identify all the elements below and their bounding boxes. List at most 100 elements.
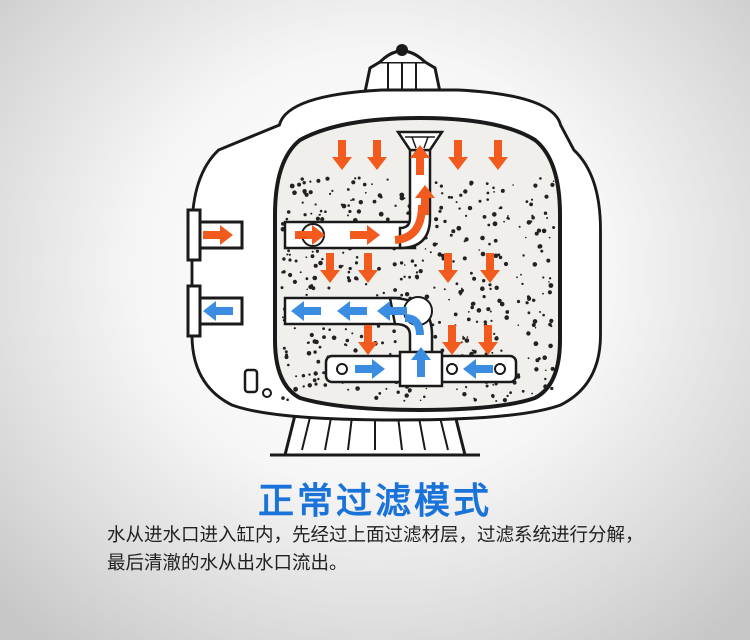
media-speckle [408, 275, 411, 279]
media-speckle [537, 244, 542, 249]
media-speckle [552, 226, 556, 229]
media-speckle [475, 320, 479, 323]
media-speckle [325, 176, 330, 181]
media-speckle [356, 209, 362, 214]
media-speckle [480, 251, 486, 257]
media-speckle [358, 200, 363, 205]
media-speckle [293, 386, 298, 392]
media-speckle [544, 377, 547, 381]
media-speckle [309, 332, 314, 338]
media-speckle [458, 290, 463, 295]
media-speckle [344, 343, 347, 346]
media-speckle [354, 177, 357, 180]
media-speckle [316, 178, 321, 183]
media-speckle [350, 199, 352, 202]
media-speckle [378, 392, 382, 395]
media-speckle [503, 220, 505, 223]
media-speckle [284, 350, 288, 354]
media-speckle [470, 305, 475, 310]
flow-left-arrow [337, 301, 367, 321]
inlet-arrow [203, 225, 233, 245]
media-speckle [521, 389, 525, 393]
flow-down-arrow [480, 253, 500, 283]
media-speckle [399, 261, 404, 265]
media-speckle [308, 190, 313, 195]
media-speckle [548, 322, 552, 327]
media-speckle [341, 203, 347, 209]
media-speckle [439, 184, 443, 188]
media-speckle [456, 388, 458, 391]
media-speckle [485, 182, 489, 186]
media-speckle [289, 183, 295, 189]
media-speckle [353, 348, 358, 353]
media-speckle [292, 279, 297, 284]
media-speckle [404, 292, 410, 297]
media-speckle [516, 299, 521, 304]
media-speckle [486, 198, 490, 201]
media-speckle [364, 283, 368, 286]
flow-down-arrow [367, 140, 387, 170]
media-speckle [469, 182, 473, 186]
media-speckle [544, 194, 549, 199]
media-speckle [535, 358, 540, 363]
media-speckle [500, 349, 503, 352]
media-speckle [309, 180, 312, 183]
media-speckle [491, 351, 494, 354]
media-speckle [462, 336, 466, 340]
media-speckle [376, 294, 379, 297]
media-speckle [478, 199, 482, 203]
flow-down-arrow [358, 325, 378, 355]
media-speckle [354, 276, 358, 281]
media-speckle [451, 229, 456, 234]
media-speckle [549, 318, 554, 323]
media-speckle [539, 311, 542, 313]
media-speckle [480, 235, 485, 241]
media-speckle [399, 192, 405, 198]
media-speckle [323, 383, 328, 387]
media-speckle [314, 382, 318, 386]
media-speckle [466, 336, 469, 338]
media-speckle [287, 249, 290, 253]
media-speckle [486, 191, 490, 195]
media-speckle [493, 253, 499, 259]
media-speckle [423, 395, 426, 399]
media-speckle [374, 395, 379, 400]
media-speckle [540, 249, 544, 253]
media-speckle [313, 371, 318, 376]
flow-up-arrow [411, 347, 431, 377]
media-speckle [492, 186, 495, 190]
media-speckle [307, 341, 310, 344]
media-speckle [533, 341, 539, 347]
media-speckle [307, 383, 312, 388]
media-speckle [525, 301, 529, 305]
media-speckle [499, 301, 505, 307]
media-speckle [318, 213, 321, 216]
media-speckle [533, 183, 538, 188]
flow-up-arrow [410, 145, 430, 175]
media-speckle [503, 261, 509, 267]
media-speckle [415, 271, 419, 274]
media-speckle [300, 177, 304, 181]
media-speckle [324, 210, 327, 213]
media-speckle [282, 346, 286, 350]
flow-down-arrow [320, 253, 340, 283]
media-speckle [393, 340, 397, 344]
media-speckle [532, 319, 538, 324]
media-speckle [516, 276, 518, 279]
media-speckle [322, 327, 325, 330]
media-speckle [372, 199, 377, 204]
media-speckle [389, 352, 392, 356]
media-speckle [489, 287, 492, 291]
media-speckle [452, 260, 455, 263]
media-speckle [418, 269, 423, 274]
media-speckle [347, 204, 351, 207]
media-speckle [488, 242, 491, 246]
media-speckle [532, 298, 536, 302]
media-speckle [472, 276, 477, 281]
media-speckle [542, 276, 545, 279]
media-speckle [433, 286, 436, 289]
media-speckle [462, 256, 467, 261]
media-speckle [299, 271, 302, 274]
media-speckle [463, 189, 468, 194]
media-speckle [462, 392, 467, 397]
